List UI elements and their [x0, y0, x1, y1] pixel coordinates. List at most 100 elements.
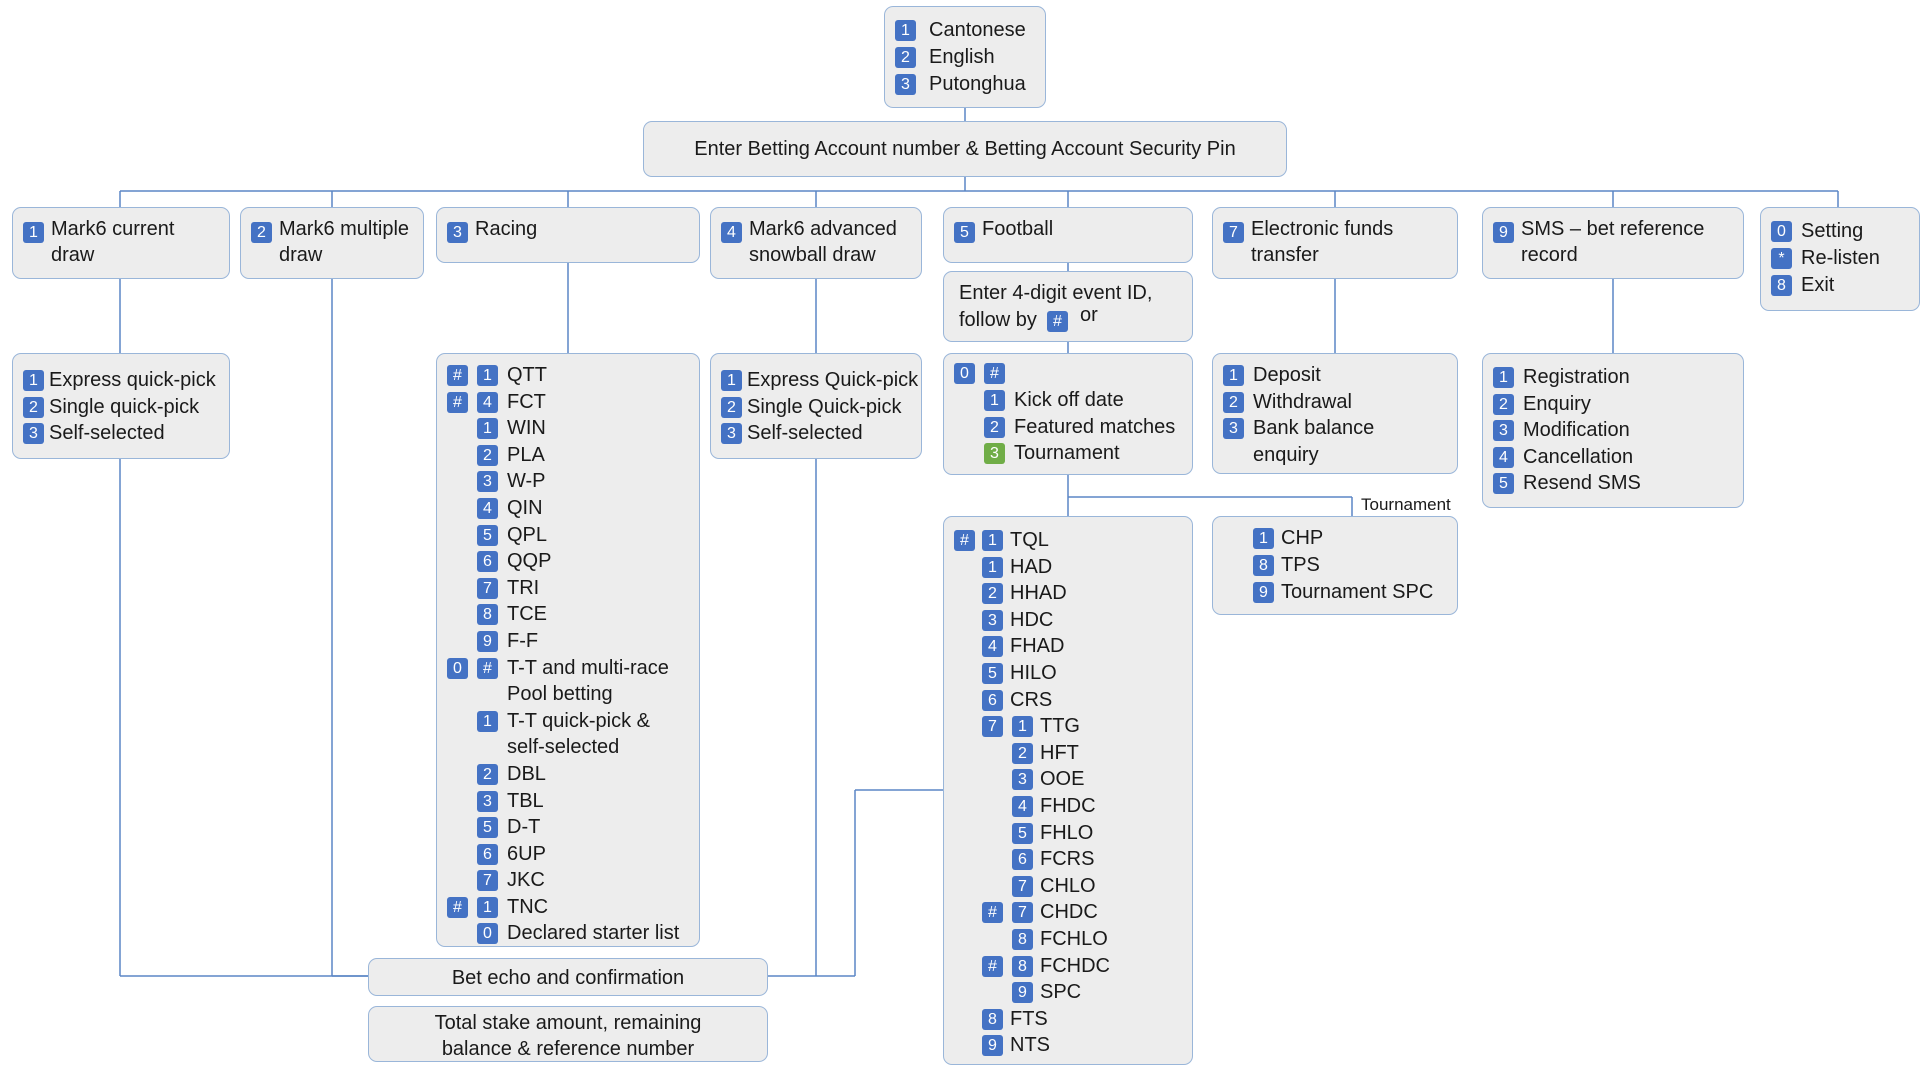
- digit-1-key-icon: 1: [1012, 716, 1033, 738]
- option-label: FHAD: [1010, 635, 1065, 658]
- digit-3-key-icon: 3: [984, 443, 1005, 465]
- option-item: 1 T-T quick-pick &: [447, 708, 689, 735]
- football-event-line2: follow by: [959, 309, 1037, 331]
- option-label: JKC: [507, 869, 545, 892]
- option-label: Registration: [1523, 366, 1630, 388]
- digit-1-key-icon: 1: [23, 370, 44, 391]
- option-label: Self-selected: [747, 422, 863, 445]
- option-label: F-F: [507, 629, 539, 652]
- option-label: CHDC: [1040, 901, 1098, 924]
- digit-9-key-icon: 9: [982, 1035, 1003, 1057]
- digit-7-key-icon: 7: [1012, 875, 1033, 897]
- option-label: T-T and multi-race: [507, 656, 669, 679]
- digit-8-key-icon: 8: [1253, 554, 1274, 576]
- digit-6-key-icon: 6: [477, 551, 498, 573]
- option-item: 6 QQP: [447, 548, 689, 575]
- option-label: FTS: [1010, 1007, 1048, 1030]
- hash-key-icon: #: [984, 363, 1005, 384]
- football-bet-item: 4 FHAD: [954, 633, 1182, 660]
- digit-4-key-icon: 4: [477, 497, 498, 519]
- digit-9-key-icon: 9: [1493, 222, 1514, 243]
- option-label: Withdrawal: [1253, 390, 1352, 413]
- tournament-label: Tournament: [1361, 495, 1451, 514]
- menu-label: Mark6 multiple: [279, 218, 410, 240]
- digit-1-key-icon: 1: [1493, 367, 1514, 388]
- digit-3-key-icon: 3: [982, 609, 1003, 631]
- digit-0-key-icon: 0: [477, 923, 498, 945]
- hash-key-icon: #: [447, 896, 468, 918]
- option-label: T-T quick-pick &: [507, 709, 650, 732]
- option-label: Tournament SPC: [1281, 580, 1434, 603]
- option-label: HDC: [1010, 608, 1054, 631]
- option-label: Re-listen: [1801, 247, 1880, 269]
- option-label: Featured matches: [1014, 415, 1176, 438]
- menu-label: Electronic funds: [1251, 218, 1394, 240]
- menu-label: transfer: [1251, 244, 1319, 266]
- option-label: FHDC: [1040, 794, 1096, 817]
- option-label: English: [929, 46, 995, 68]
- option-label: Self-selected: [49, 422, 165, 445]
- football-event-line1: Enter 4-digit event ID,: [959, 282, 1153, 304]
- option-item: 1 Registration: [1493, 364, 1733, 391]
- option-label: Pool betting: [507, 683, 613, 706]
- option-label: HFT: [1040, 741, 1079, 764]
- digit-7-key-icon: 7: [1223, 222, 1244, 243]
- option-label: Enquiry: [1523, 392, 1591, 415]
- digit-4-key-icon: 4: [982, 636, 1003, 658]
- digit-2-key-icon: 2: [982, 583, 1003, 605]
- digit-0-key-icon: 0: [447, 657, 468, 679]
- option-label: TPS: [1281, 553, 1320, 576]
- total-stake-line2: balance & reference number: [441, 1038, 695, 1060]
- option-label: Setting: [1801, 220, 1864, 242]
- option-label: Cancellation: [1523, 445, 1634, 468]
- menu-label: Football: [982, 218, 1054, 240]
- option-label: TQL: [1010, 529, 1049, 551]
- option-label: CRS: [1010, 688, 1053, 711]
- menu-label: Mark6 advanced: [749, 218, 897, 240]
- option-label: FHLO: [1040, 821, 1094, 844]
- option-label: 6UP: [507, 842, 546, 865]
- digit-1-key-icon: 1: [477, 710, 498, 732]
- digit-3-key-icon: 3: [447, 222, 468, 243]
- digit-4-key-icon: 4: [1012, 795, 1033, 817]
- digit-5-key-icon: 5: [982, 662, 1003, 684]
- digit-4-key-icon: 4: [477, 391, 498, 413]
- football-bet-item: 3 HDC: [954, 607, 1182, 634]
- option-label: NTS: [1010, 1034, 1050, 1057]
- digit-1-key-icon: 1: [982, 530, 1003, 551]
- digit-8-key-icon: 8: [1771, 275, 1792, 296]
- option-label: FCHLO: [1040, 927, 1108, 950]
- option-label: QQP: [507, 550, 552, 573]
- digit-2-key-icon: 2: [721, 396, 742, 418]
- option-item: 0#T-T and multi-race: [447, 655, 689, 682]
